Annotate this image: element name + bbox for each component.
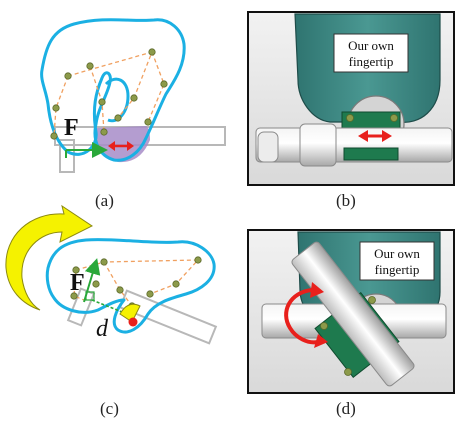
panel-d: Our own fingertip (d) bbox=[247, 229, 455, 418]
slide-arrow bbox=[108, 141, 134, 151]
panel-c: F d (c) bbox=[5, 204, 218, 418]
caption-b: (b) bbox=[336, 191, 356, 210]
hand-outline-c bbox=[45, 238, 216, 334]
force-label-c: F bbox=[70, 270, 85, 296]
callout-d-line2: fingertip bbox=[375, 262, 420, 277]
panel-a: F (a) bbox=[40, 18, 226, 210]
callout-d-line1: Our own bbox=[374, 246, 420, 261]
caption-d: (d) bbox=[336, 399, 356, 418]
pcb-lower bbox=[343, 147, 399, 161]
rotation-center bbox=[128, 317, 138, 327]
rotate-arrow-d bbox=[284, 288, 319, 345]
distance-label: d bbox=[96, 316, 109, 342]
caption-c: (c) bbox=[100, 399, 119, 418]
contact-arc bbox=[119, 303, 141, 323]
panel-b: Our own fingertip (b) bbox=[247, 11, 455, 210]
caption-a: (a) bbox=[95, 191, 114, 210]
force-label: F bbox=[64, 115, 79, 141]
grasped-object-post bbox=[59, 139, 75, 173]
linkage-c bbox=[73, 259, 200, 307]
rod-collar bbox=[299, 123, 337, 167]
callout-box-d bbox=[359, 241, 435, 281]
slide-arrow-b bbox=[358, 130, 392, 142]
callout-line2: fingertip bbox=[349, 54, 394, 69]
rotate-arrow bbox=[5, 204, 93, 311]
callout-box bbox=[333, 33, 409, 73]
callout-line1: Our own bbox=[348, 38, 394, 53]
rod-tilted-d bbox=[291, 241, 415, 387]
joints bbox=[50, 48, 168, 140]
